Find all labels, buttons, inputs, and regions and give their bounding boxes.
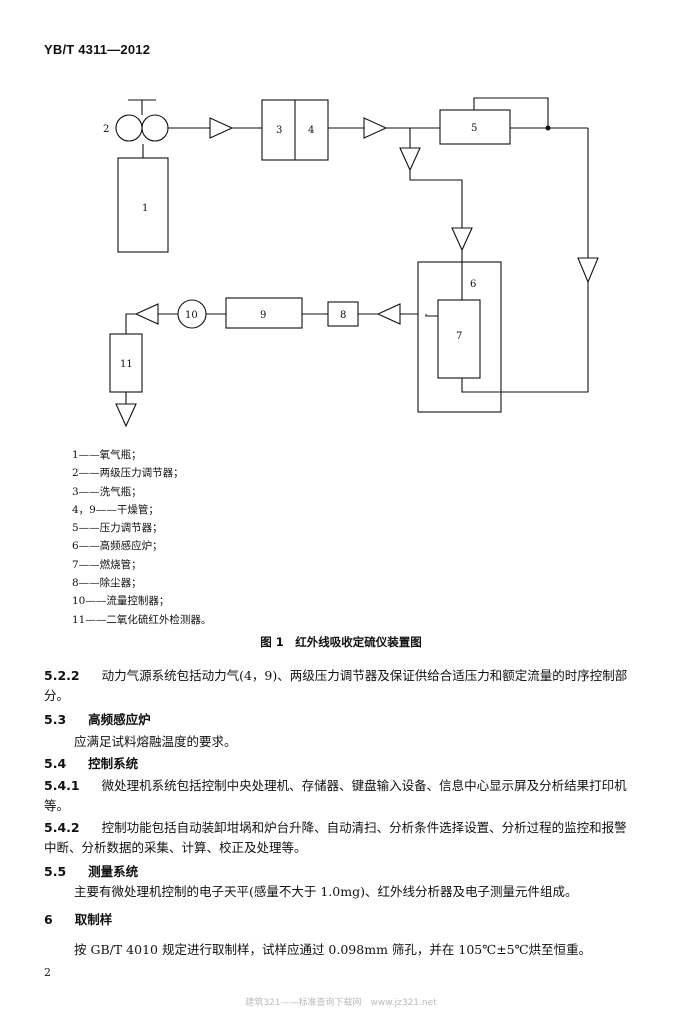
drying-tube-9 — [225, 297, 303, 329]
induction-furnace — [417, 261, 502, 413]
legend-item: 6——高频感应炉； — [72, 540, 163, 553]
legend-item: 10——流量控制器； — [72, 595, 170, 608]
page-number: 2 — [44, 966, 51, 979]
label-4: 4 — [308, 125, 314, 136]
pressure-regulator — [439, 109, 511, 145]
label-11: 11 — [120, 359, 133, 370]
valve-5 — [376, 303, 401, 325]
figure-caption: 图 1 红外线吸收定硫仪装置图 — [260, 635, 422, 649]
legend-item: 4，9——干燥管； — [72, 503, 159, 516]
footer-watermark: 建筑321——标准查询下载网 www.jz321.net — [245, 998, 437, 1008]
section-5-3-text: 应满足试料熔融温度的要求。 — [74, 734, 237, 749]
legend-item: 1——氧气瓶； — [72, 449, 142, 461]
legend-item: 3——洗气瓶； — [72, 485, 142, 498]
label-5: 5 — [471, 123, 477, 134]
section-5-5-text: 主要有微处理机控制的电子天平(感量不大于 1.0mg)、红外线分析器及电子测量元… — [74, 884, 578, 899]
label-9: 9 — [260, 310, 266, 321]
valve-1 — [209, 117, 234, 139]
valve-right — [577, 257, 599, 284]
label-2: 2 — [103, 124, 109, 135]
valve-2 — [363, 117, 388, 139]
legend-item: 11——二氧化硫红外检测器。 — [72, 613, 212, 626]
standard-number: YB/T 4311—2012 — [44, 42, 151, 57]
combustion-tube — [437, 299, 481, 379]
legend-item: 5——压力调节器； — [72, 522, 163, 535]
valve-3 — [399, 147, 421, 172]
legend-item: 7——燃烧管； — [72, 558, 142, 571]
two-stage-regulator — [115, 99, 169, 142]
label-6: 6 — [470, 279, 476, 290]
label-7: 7 — [456, 331, 462, 342]
legend: 1——氧气瓶； 2——两级压力调节器； 3——洗气瓶； 4，9——干燥管； 5—… — [72, 446, 211, 629]
valve-7 — [115, 403, 137, 428]
label-10: 10 — [185, 310, 198, 321]
valve-4 — [451, 227, 473, 252]
label-1: 1 — [142, 203, 148, 214]
label-8: 8 — [340, 310, 346, 321]
section-6-text: 按 GB/T 4010 规定进行取制样，试样应通过 0.098mm 筛孔，并在 … — [74, 942, 592, 957]
valve-6 — [134, 303, 159, 325]
label-3: 3 — [276, 125, 282, 136]
legend-item: 2——两级压力调节器； — [72, 467, 184, 480]
legend-item: 8——除尘器； — [72, 577, 142, 590]
apparatus-diagram: 1 2 3 4 5 6 7 8 9 10 11 — [103, 97, 599, 428]
